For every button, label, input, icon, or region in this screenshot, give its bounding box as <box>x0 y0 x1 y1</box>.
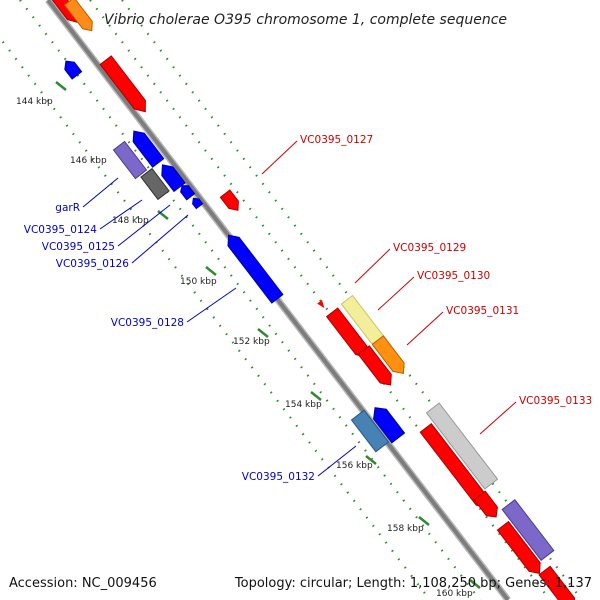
callout-line-vc0395-0133 <box>479 401 517 435</box>
gene-box-garr[interactable] <box>112 140 148 180</box>
gene-arrow-vc0395-0131[interactable] <box>371 335 409 378</box>
gene-label-vc0395-0128[interactable]: VC0395_0128 <box>111 317 184 329</box>
gene-label-vc0395-0125[interactable]: VC0395_0125 <box>42 241 115 253</box>
tick-mark-154 <box>310 391 322 401</box>
callout-line-vc0395-0124 <box>99 199 143 230</box>
callout-line-vc0395-0130 <box>377 276 415 311</box>
gene-arrow-vc0395-0129[interactable] <box>317 300 327 310</box>
tick-mark-158 <box>418 516 430 526</box>
callout-line-vc0395-0126 <box>131 214 189 264</box>
gene-arrow-rev-1[interactable] <box>61 57 83 80</box>
reverse-strand-genes <box>61 57 406 453</box>
gene-box-vc0395-0132[interactable] <box>350 409 390 453</box>
tick-mark-144 <box>55 81 67 91</box>
tick-mark-148 <box>157 210 169 220</box>
callout-line-vc0395-0128 <box>186 287 237 323</box>
forward-strand-genes <box>41 0 579 600</box>
tick-label: 146 kbp <box>70 156 107 166</box>
tick-label: 150 kbp <box>180 277 217 287</box>
tick-mark-152 <box>257 328 269 338</box>
tick-mark-150 <box>205 266 217 276</box>
callout-lines <box>82 140 517 477</box>
gene-arrow-fwd-1[interactable] <box>99 55 151 116</box>
accession-text: Accession: NC_009456 <box>9 576 157 591</box>
map-title: Vibrio cholerae O395 chromosome 1, compl… <box>104 12 507 28</box>
gene-arrow-rev-4[interactable] <box>369 403 406 444</box>
reverse-gene-labels: garR VC0395_0124 VC0395_0125 VC0395_0126… <box>24 202 315 483</box>
tick-label: 158 kbp <box>387 524 424 534</box>
gene-arrow-vc0395-0128[interactable] <box>223 231 284 304</box>
gene-arrow-fwd-5[interactable] <box>473 490 502 521</box>
gene-arrow-rev-2[interactable] <box>128 127 165 168</box>
callout-line-vc0395-0132 <box>317 445 357 477</box>
gene-label-vc0395-0126[interactable]: VC0395_0126 <box>56 258 130 270</box>
track-guide-inner-1 <box>19 0 481 600</box>
gene-box-purple-fwd[interactable] <box>501 499 555 561</box>
gene-box-vc0395-0124[interactable] <box>140 167 170 201</box>
gene-arrow-fwd-7[interactable] <box>538 565 579 600</box>
gene-label-vc0395-0131[interactable]: VC0395_0131 <box>446 305 519 317</box>
gene-arrow-vc0395-0125[interactable] <box>157 161 186 193</box>
gene-arrow-fwd-6[interactable] <box>496 520 545 578</box>
gene-arrow-vc0395-0126[interactable] <box>190 196 204 210</box>
gene-label-vc0395-0130[interactable]: VC0395_0130 <box>417 270 490 282</box>
tick-label: 160 kbp <box>436 589 473 599</box>
callout-line-vc0395-0127 <box>261 140 298 175</box>
kbp-tick-labels: 144 kbp 146 kbp 148 kbp 150 kbp 152 kbp … <box>16 97 473 599</box>
callout-line-vc0395-0129 <box>354 248 391 284</box>
tick-label: 152 kbp <box>233 337 270 347</box>
tick-mark-156 <box>365 455 377 465</box>
tick-label: 144 kbp <box>16 97 53 107</box>
tick-label: 156 kbp <box>336 461 373 471</box>
map-footer: Accession: NC_009456 Topology: circular;… <box>9 576 592 591</box>
callout-line-vc0395-0125 <box>117 204 171 247</box>
gene-label-vc0395-0127[interactable]: VC0395_0127 <box>300 134 373 146</box>
gene-label-garr[interactable]: garR <box>55 202 80 214</box>
forward-gene-labels: VC0395_0127 VC0395_0129 VC0395_0130 VC03… <box>300 134 592 407</box>
callout-line-garr <box>82 177 119 208</box>
summary-text: Topology: circular; Length: 1,108,250 bp… <box>234 576 592 591</box>
chromosome-backbone <box>45 0 511 600</box>
gene-box-vc0395-0133[interactable] <box>425 402 499 490</box>
gene-arrow-rev-3[interactable] <box>178 183 196 201</box>
gene-label-vc0395-0132[interactable]: VC0395_0132 <box>242 471 315 483</box>
gene-label-vc0395-0124[interactable]: VC0395_0124 <box>24 224 98 236</box>
gene-label-vc0395-0133[interactable]: VC0395_0133 <box>519 395 592 407</box>
gene-arrow-fwd-3[interactable] <box>357 345 396 389</box>
callout-line-vc0395-0131 <box>406 311 444 346</box>
gene-label-vc0395-0129[interactable]: VC0395_0129 <box>393 242 466 254</box>
backbone-line <box>46 0 510 600</box>
gene-arrow-fwd-top-2[interactable] <box>63 0 96 34</box>
tick-label: 154 kbp <box>285 400 322 410</box>
tick-mark-160 <box>469 579 481 589</box>
tick-label: 148 kbp <box>112 216 149 226</box>
gene-arrow-vc0395-0127[interactable] <box>219 189 242 214</box>
